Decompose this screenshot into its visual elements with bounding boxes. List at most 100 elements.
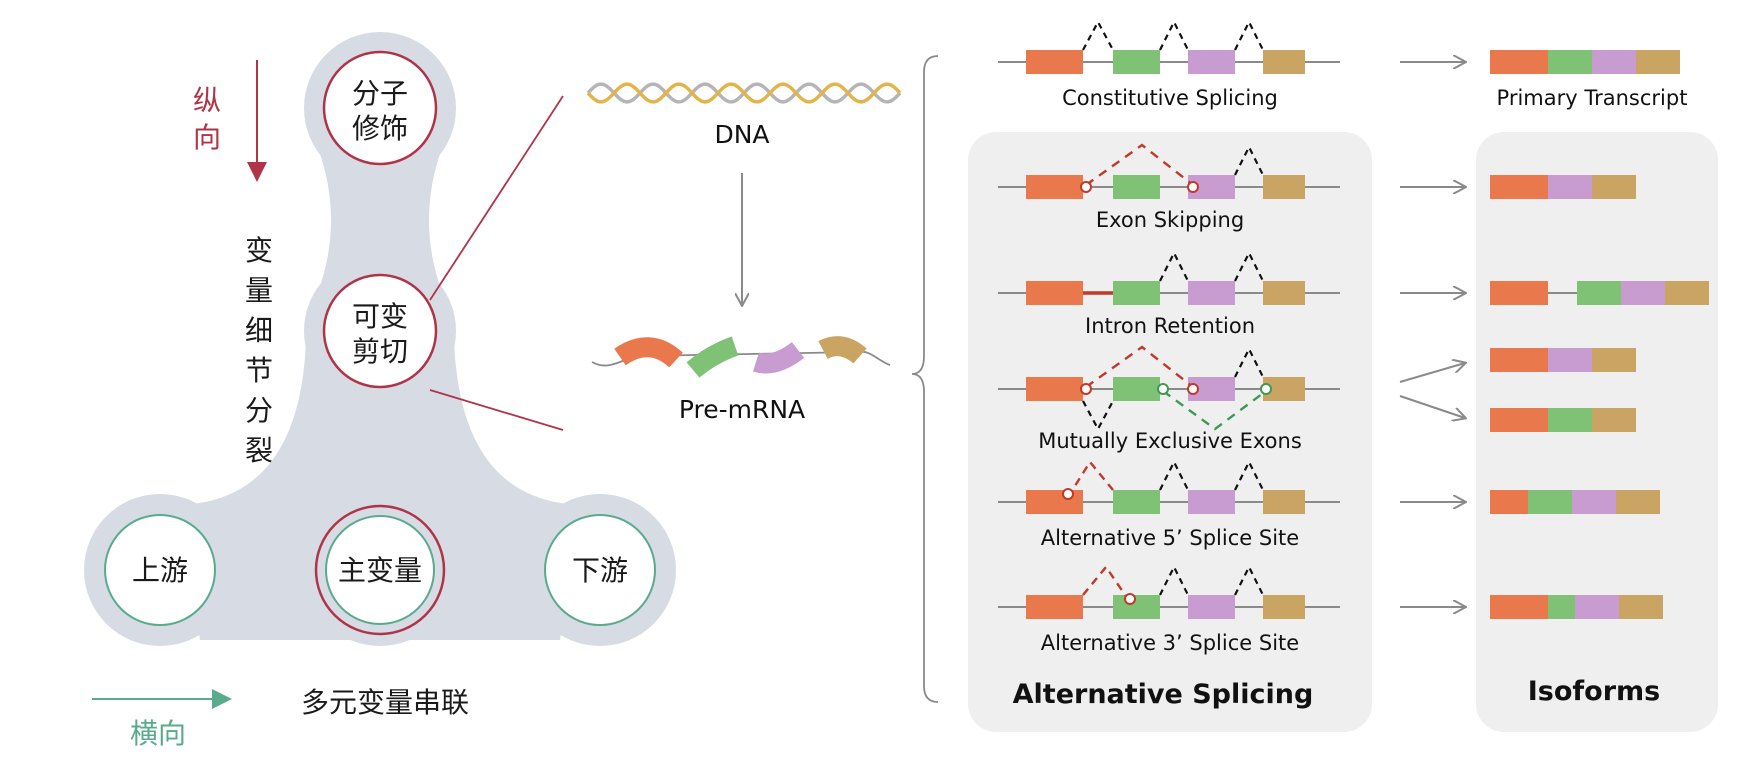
isoform-segment (1490, 348, 1548, 372)
exon-orange (1026, 490, 1083, 514)
dna-strand-gold (586, 82, 902, 104)
exon-orange (1026, 281, 1083, 305)
isoform-segment (1572, 490, 1616, 514)
isoform-segment (1490, 50, 1548, 74)
vertical-axis-label-line1: 纵 (193, 84, 221, 117)
isoform-segment (1616, 490, 1660, 514)
zoom-line-bottom (429, 389, 564, 431)
exon-green (1113, 595, 1160, 619)
exon-orange (1026, 377, 1083, 401)
isoform-segment (1490, 408, 1548, 432)
splice-site-marker (1062, 488, 1074, 500)
splice-site-marker (1080, 383, 1092, 395)
exon-orange (1026, 175, 1083, 199)
isoform-segment (1592, 408, 1636, 432)
isoform-segment (1528, 490, 1572, 514)
splice-site-marker (1124, 593, 1136, 605)
isoform-segment (1619, 595, 1663, 619)
splice-site-marker (1080, 181, 1092, 193)
vertical-caption-char: 节 (245, 354, 273, 387)
node-alternative-splicing (322, 273, 438, 389)
exon-green (1113, 490, 1160, 514)
splice-junction (1082, 19, 1114, 51)
node-middle-label-line2: 剪切 (352, 335, 408, 368)
exon-gold (1263, 490, 1305, 514)
splice-junction (1159, 19, 1189, 51)
vertical-caption-char: 变 (245, 234, 273, 267)
vertical-caption-char: 细 (245, 314, 273, 347)
isoform-segment (1577, 281, 1621, 305)
exon-green (1113, 377, 1160, 401)
premrna-exon-4 (818, 336, 867, 364)
intron-retention-label: Intron Retention (1085, 314, 1255, 338)
isoform-segment (1490, 281, 1548, 305)
primary-transcript-label: Primary Transcript (1497, 86, 1688, 110)
isoform-segment (1636, 50, 1680, 74)
exon-green (1113, 175, 1160, 199)
node-main-variable-ring (314, 504, 446, 636)
skip-junction (1085, 143, 1194, 186)
horizontal-caption: 多元变量串联 (301, 686, 469, 719)
exon-gold (1263, 595, 1305, 619)
premrna-label: Pre-mRNA (679, 395, 805, 424)
isoform-segment (1621, 281, 1665, 305)
splicing-rows (998, 19, 1709, 619)
to-isoform-arrow (1399, 363, 1465, 383)
mxe-junction-green (1162, 390, 1267, 431)
isoform-segment (1490, 595, 1548, 619)
node-middle-label-line1: 可变 (352, 300, 408, 333)
isoform-segment (1665, 281, 1709, 305)
vertical-caption-char: 量 (245, 274, 273, 307)
premrna-exon-3 (752, 341, 805, 374)
splice-site-marker (1187, 383, 1199, 395)
node-molecular-modification (322, 50, 438, 166)
exon-green (1113, 50, 1160, 74)
to-isoform-arrow (1399, 395, 1465, 418)
isoform-segment (1548, 595, 1575, 619)
alternative-5-splice-site-label: Alternative 5’ Splice Site (1041, 526, 1299, 550)
dna-helix (586, 82, 902, 104)
vertical-caption-char: 分 (245, 394, 273, 427)
alternative-3-splice-site-label: Alternative 3’ Splice Site (1041, 631, 1299, 655)
node-center-label: 主变量 (338, 554, 422, 587)
node-main-variable (325, 515, 435, 625)
isoform-segment (1490, 175, 1548, 199)
exon-purple (1188, 490, 1235, 514)
exon-purple (1188, 281, 1235, 305)
isoform-segment (1575, 595, 1619, 619)
exon-green (1113, 281, 1160, 305)
vertical-axis-label-line2: 向 (193, 121, 221, 154)
constitutive-splicing-label: Constitutive Splicing (1062, 86, 1278, 110)
node-upstream (104, 514, 216, 626)
mutually-exclusive-exons-label: Mutually Exclusive Exons (1038, 429, 1302, 453)
isoform-segment (1592, 175, 1636, 199)
isoform-segment (1592, 348, 1636, 372)
splice-site-marker (1187, 181, 1199, 193)
premrna-exon-2 (686, 336, 739, 378)
mxe-junction-red (1085, 345, 1194, 388)
exon-orange (1026, 595, 1083, 619)
splice-site-marker (1157, 383, 1169, 395)
exon-purple (1188, 50, 1235, 74)
splice-site-marker (1260, 383, 1272, 395)
exon-purple (1188, 595, 1235, 619)
isoforms-title: Isoforms (1528, 676, 1660, 707)
node-downstream-label: 下游 (572, 554, 628, 587)
exon-gold (1263, 175, 1305, 199)
node-downstream (544, 514, 656, 626)
isoform-segment (1548, 50, 1592, 74)
exon-skipping-label: Exon Skipping (1096, 208, 1244, 232)
splice-junction (1234, 19, 1264, 51)
exon-orange (1026, 50, 1083, 74)
isoform-segment (1592, 50, 1636, 74)
isoform-segment (1548, 408, 1592, 432)
isoform-segment (1548, 348, 1592, 372)
node-top-label-line1: 分子 (352, 77, 408, 110)
node-upstream-label: 上游 (132, 554, 188, 587)
variable-spinner: 分子 修饰 可变 剪切 上游 主变量 下游 (84, 32, 676, 646)
dna-label: DNA (714, 120, 769, 149)
premrna-exon-1 (614, 337, 683, 368)
exon-gold (1263, 281, 1305, 305)
